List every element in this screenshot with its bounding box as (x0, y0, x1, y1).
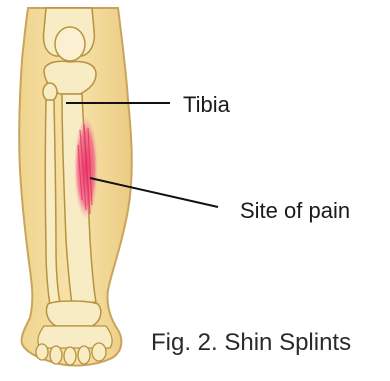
figure-caption: Fig. 2. Shin Splints (151, 331, 351, 355)
tibia-label: Tibia (183, 94, 230, 116)
fibula-head (43, 83, 57, 101)
ankle-bones (46, 301, 100, 326)
site-of-pain-label: Site of pain (240, 200, 350, 222)
patella (55, 27, 85, 61)
